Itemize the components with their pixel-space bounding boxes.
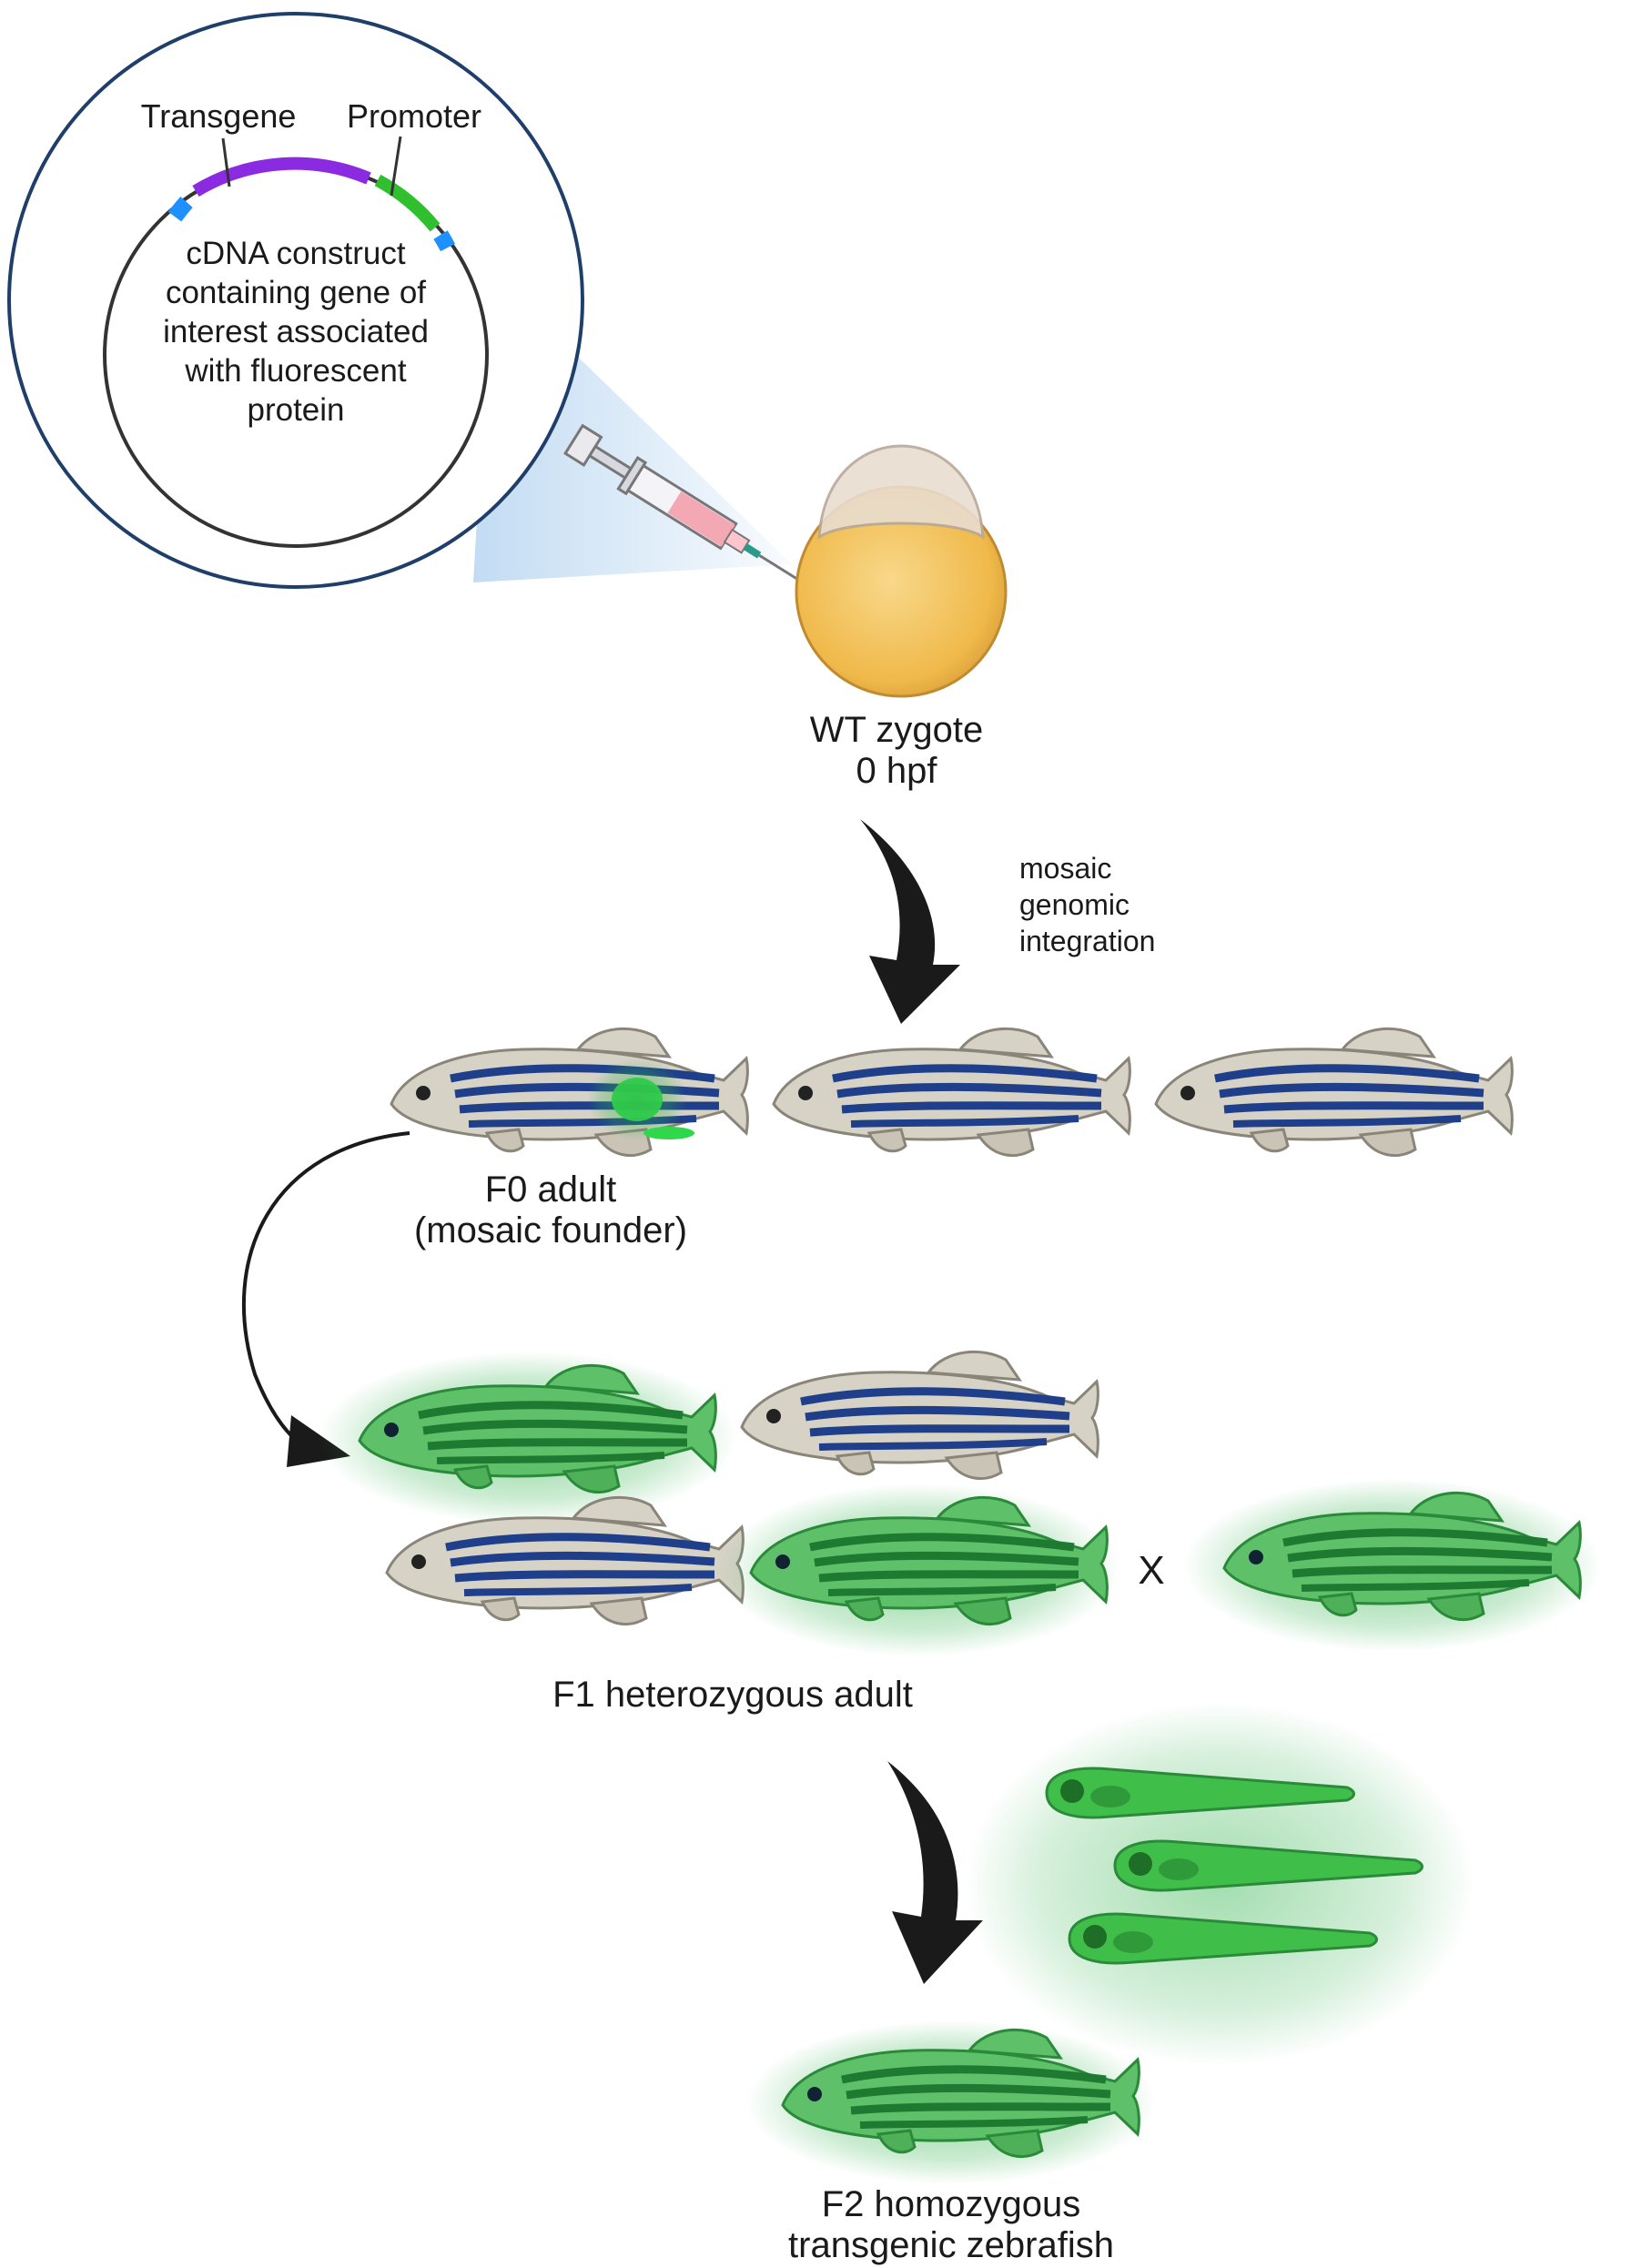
magnification-circle <box>7 12 584 589</box>
linker-right <box>433 230 455 252</box>
f0-label-2: (mosaic founder) <box>414 1210 687 1250</box>
integration-line-3: integration <box>1019 925 1155 957</box>
linker-left <box>167 196 193 222</box>
zygote-icon <box>795 444 1008 698</box>
zygote-label-1: WT zygote <box>810 710 983 750</box>
plasmid-description-5: protein <box>247 392 344 428</box>
zebrafish-icon <box>391 1028 747 1155</box>
f2-label-1: F2 homozygous <box>822 2184 1081 2224</box>
zygote-label-2: 0 hpf <box>856 751 938 791</box>
f2-label-2: transgenic zebrafish <box>788 2225 1114 2265</box>
plasmid-description-2: containing gene of <box>166 275 426 310</box>
cross-symbol: X <box>1138 1548 1164 1593</box>
promoter-pointer <box>390 136 402 197</box>
promoter-label: Promoter <box>347 97 481 135</box>
syringe-icon <box>563 423 803 583</box>
zebrafish-icon <box>742 1352 1098 1478</box>
mosaic-fin-spot <box>643 1127 694 1139</box>
transgene-label: Transgene <box>141 97 297 135</box>
zebrafish-icon <box>1156 1028 1512 1155</box>
plasmid-description-1: cDNA construct <box>186 236 405 271</box>
transgene-segment <box>192 157 371 197</box>
transgene-pointer <box>221 137 231 187</box>
integration-line-1: mosaic <box>1019 852 1111 885</box>
curved-arrow-icon <box>887 1761 983 1984</box>
plasmid-description-4: with fluorescent <box>184 353 406 389</box>
integration-line-2: genomic <box>1019 888 1130 921</box>
plasmid-description-3: interest associated <box>163 314 429 349</box>
zebrafish-icon <box>774 1028 1130 1155</box>
curved-arrow-icon <box>860 819 960 1024</box>
promoter-segment <box>374 174 441 232</box>
mosaic-spot-glow <box>587 1058 687 1140</box>
f1-label: F1 heterozygous adult <box>552 1675 913 1715</box>
f0-label-1: F0 adult <box>485 1169 617 1210</box>
